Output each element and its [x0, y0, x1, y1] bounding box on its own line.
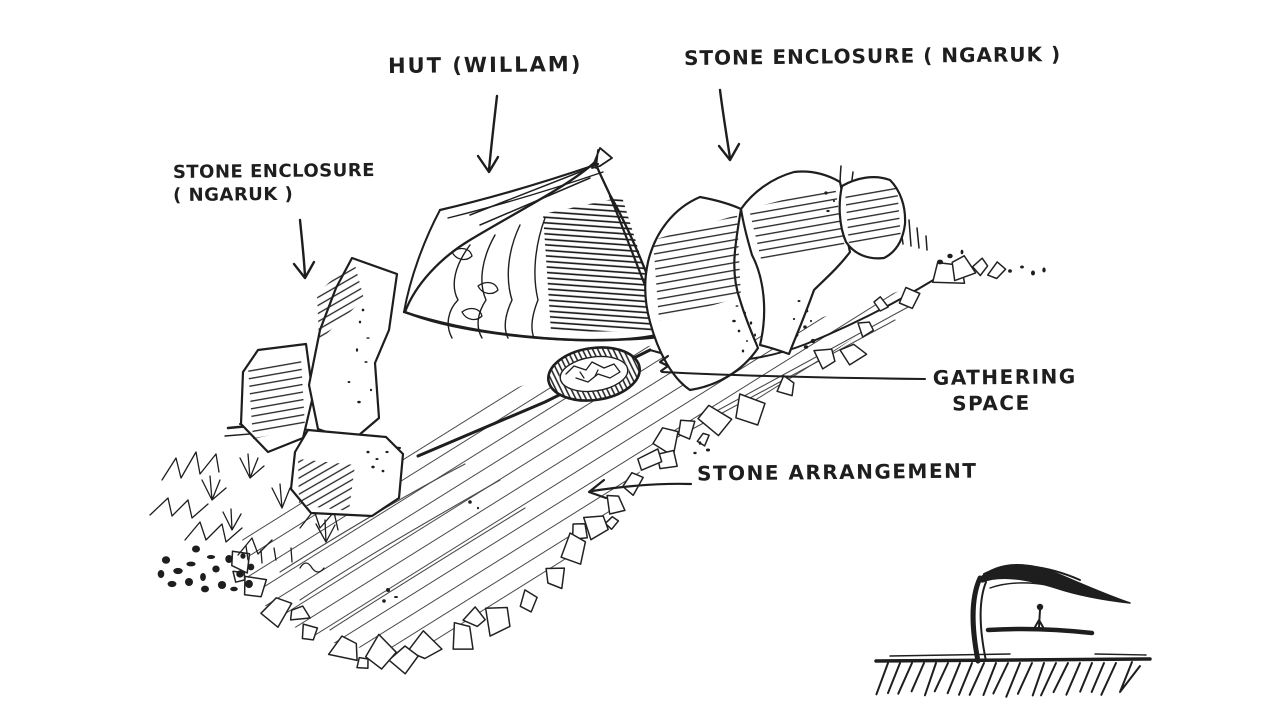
stone-enclosure-left-label-line1: STONE ENCLOSURE [172, 159, 376, 184]
scattered-dots [382, 338, 816, 603]
ground-line [874, 653, 1152, 663]
enclosure-right-arrow [717, 88, 741, 162]
stone-enclosure-right-label: STONE ENCLOSURE ( NGARUK ) [683, 42, 1062, 70]
stipple-texture [366, 450, 389, 473]
stone-enclosure-left-label: STONE ENCLOSURE( NGARUK ) [173, 159, 376, 207]
stone-enclosure-left-label-line2: ( NGARUK ) [173, 183, 294, 207]
tree-sketch [970, 564, 1131, 664]
gathering-space-arrow [658, 354, 927, 381]
annotation-arrows [292, 88, 927, 500]
gathering-space-sketch [547, 346, 641, 402]
gathering-space-label-line2: SPACE [952, 390, 1031, 416]
scattered-stones-dots [937, 249, 1046, 276]
stone-enclosure-right-sketch [644, 170, 907, 392]
hut-arrow [476, 94, 500, 174]
stipple-texture [792, 191, 835, 337]
ground-hatch [875, 661, 1141, 698]
stone-arrangement-label: STONE ARRANGEMENT [696, 458, 978, 486]
enclosure-left-arrow [292, 218, 316, 280]
hut-label: HUT (WILLAM) [387, 51, 583, 79]
stone-arrangement-sketch [231, 255, 1007, 675]
stipple-texture [732, 305, 756, 353]
human-figure [1034, 603, 1044, 628]
stipple-texture [347, 308, 373, 404]
stone-enclosure-left-sketch [239, 256, 405, 518]
pebble-cluster-sketch [157, 545, 255, 593]
stone-arrangement-arrow [587, 478, 693, 500]
scale-vignette [874, 564, 1152, 698]
gathering-space-label-line1: GATHERING [932, 364, 1077, 390]
hut-sketch [402, 147, 670, 342]
